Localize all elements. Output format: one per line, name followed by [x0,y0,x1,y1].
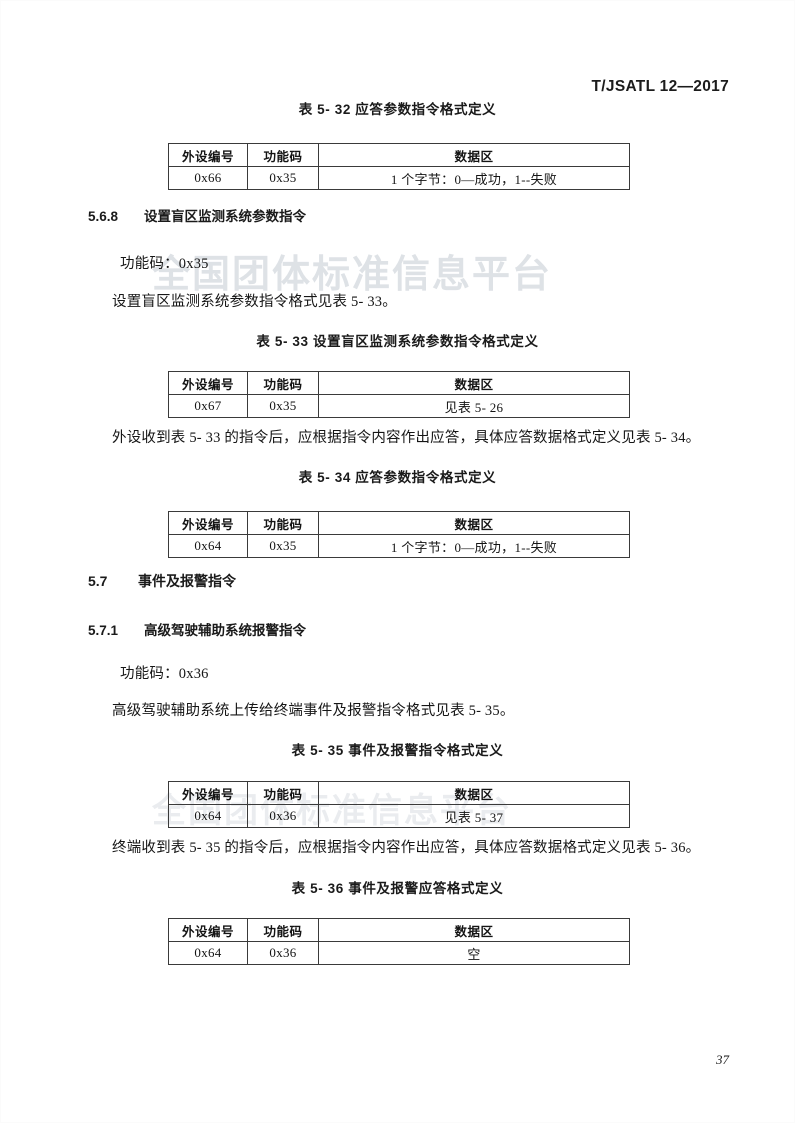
table-header-row: 外设编号 功能码 数据区 [168,918,630,942]
paragraph-function-code-0x35: 功能码：0x35 [120,256,209,272]
table-caption-5-36: 表 5- 36 事件及报警应答格式定义 [291,881,504,896]
column-header-device-id: 外设编号 [168,371,248,395]
table-caption-5-32: 表 5- 32 应答参数指令格式定义 [298,102,497,117]
paragraph-reply-reference-5-36: 终端收到表 5- 35 的指令后，应根据指令内容作出应答，具体应答数据格式定义见… [112,840,701,856]
cell-data-area: 见表 5- 37 [318,804,630,828]
table-5-33: 外设编号 功能码 数据区 0x67 0x35 见表 5- 26 [168,371,630,418]
heading-number: 5.7.1 [88,623,119,638]
heading-title: 事件及报警指令 [138,573,236,589]
cell-device-id: 0x67 [168,394,248,418]
paragraph-reply-reference-5-34: 外设收到表 5- 33 的指令后，应根据指令内容作出应答，具体应答数据格式定义见… [112,430,701,446]
column-header-function-code: 功能码 [247,511,319,535]
column-header-function-code: 功能码 [247,781,319,805]
paragraph-function-code-0x36: 功能码：0x36 [120,666,209,682]
cell-data-area: 1 个字节：0—成功，1--失败 [318,534,630,558]
table-caption-5-33: 表 5- 33 设置盲区监测系统参数指令格式定义 [256,334,539,349]
cell-function-code: 0x35 [247,534,319,558]
cell-data-area: 1 个字节：0—成功，1--失败 [318,166,630,190]
cell-data-area: 空 [318,941,630,965]
heading-5-7: 5.7 事件及报警指令 [88,571,236,591]
table-row: 0x64 0x36 空 [168,941,630,965]
paragraph-format-reference-5-35: 高级驾驶辅助系统上传给终端事件及报警指令格式见表 5- 35。 [112,703,515,719]
table-row: 0x67 0x35 见表 5- 26 [168,394,630,418]
heading-number: 5.7 [88,573,108,589]
cell-function-code: 0x36 [247,804,319,828]
table-header-row: 外设编号 功能码 数据区 [168,781,630,805]
cell-function-code: 0x36 [247,941,319,965]
heading-5-6-8: 5.6.8 设置盲区监测系统参数指令 [88,205,306,225]
column-header-device-id: 外设编号 [168,781,248,805]
table-caption-5-35: 表 5- 35 事件及报警指令格式定义 [291,743,504,758]
table-caption-5-34: 表 5- 34 应答参数指令格式定义 [298,470,497,485]
table-5-36: 外设编号 功能码 数据区 0x64 0x36 空 [168,918,630,965]
page-number: 37 [716,1052,729,1067]
cell-device-id: 0x64 [168,804,248,828]
column-header-function-code: 功能码 [247,918,319,942]
table-row: 0x64 0x36 见表 5- 37 [168,804,630,828]
cell-device-id: 0x66 [168,166,248,190]
cell-function-code: 0x35 [247,166,319,190]
column-header-device-id: 外设编号 [168,511,248,535]
heading-title: 设置盲区监测系统参数指令 [144,209,306,224]
column-header-data-area: 数据区 [318,143,630,167]
column-header-data-area: 数据区 [318,371,630,395]
cell-data-area: 见表 5- 26 [318,394,630,418]
paragraph-format-reference-5-33: 设置盲区监测系统参数指令格式见表 5- 33。 [112,294,397,310]
column-header-function-code: 功能码 [247,143,319,167]
document-standard-code: T/JSATL 12—2017 [591,78,729,95]
heading-number: 5.6.8 [88,209,119,224]
heading-5-7-1: 5.7.1 高级驾驶辅助系统报警指令 [88,619,306,639]
heading-title: 高级驾驶辅助系统报警指令 [144,623,306,638]
column-header-data-area: 数据区 [318,781,630,805]
table-row: 0x66 0x35 1 个字节：0—成功，1--失败 [168,166,630,190]
column-header-function-code: 功能码 [247,371,319,395]
table-5-35: 外设编号 功能码 数据区 0x64 0x36 见表 5- 37 [168,781,630,828]
column-header-device-id: 外设编号 [168,143,248,167]
cell-device-id: 0x64 [168,534,248,558]
table-header-row: 外设编号 功能码 数据区 [168,371,630,395]
column-header-data-area: 数据区 [318,511,630,535]
table-5-34: 外设编号 功能码 数据区 0x64 0x35 1 个字节：0—成功，1--失败 [168,511,630,558]
column-header-device-id: 外设编号 [168,918,248,942]
table-5-32: 外设编号 功能码 数据区 0x66 0x35 1 个字节：0—成功，1--失败 [168,143,630,190]
table-header-row: 外设编号 功能码 数据区 [168,511,630,535]
table-row: 0x64 0x35 1 个字节：0—成功，1--失败 [168,534,630,558]
column-header-data-area: 数据区 [318,918,630,942]
cell-device-id: 0x64 [168,941,248,965]
cell-function-code: 0x35 [247,394,319,418]
table-header-row: 外设编号 功能码 数据区 [168,143,630,167]
